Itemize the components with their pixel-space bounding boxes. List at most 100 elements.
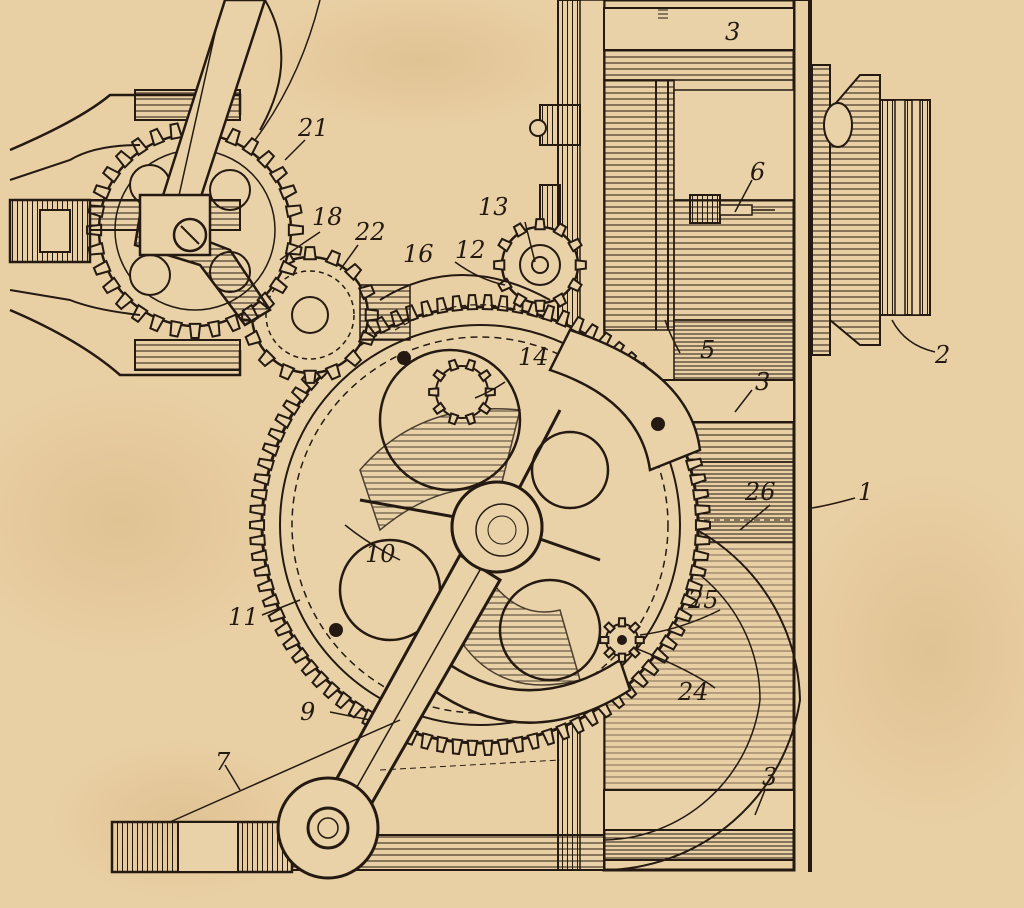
gear-tooth <box>640 658 660 677</box>
gear-tooth <box>324 362 342 381</box>
gear-tooth <box>617 617 627 628</box>
numeral-16: 16 <box>403 240 434 268</box>
gear-tooth <box>603 621 617 635</box>
gear-tooth <box>540 304 556 323</box>
numeral-3-mid: 3 <box>755 368 770 396</box>
gear-tooth <box>300 658 320 677</box>
gear-tooth <box>685 578 704 593</box>
gear-tooth <box>274 413 293 430</box>
gear-tooth <box>284 241 303 256</box>
gear-tooth <box>567 277 583 293</box>
gear-tooth <box>493 259 506 271</box>
gear-tooth <box>694 519 711 531</box>
numeral-1: 1 <box>858 478 873 506</box>
paper-stain <box>260 0 580 130</box>
gear-tooth <box>694 504 711 516</box>
gear-tooth <box>282 633 301 651</box>
gear-tooth <box>567 237 583 253</box>
gear-tooth <box>432 401 447 416</box>
gear-tooth <box>244 329 263 347</box>
numeral-12: 12 <box>455 236 486 264</box>
gear-tooth <box>287 223 304 237</box>
gear-tooth <box>224 127 241 147</box>
numeral-22: 22 <box>354 218 386 246</box>
gear-tooth <box>311 670 330 689</box>
gear-tooth <box>428 387 440 397</box>
pinion-14 <box>428 358 496 426</box>
gear-tooth <box>149 313 166 333</box>
gear-tooth <box>282 399 301 417</box>
gear-tooth <box>322 680 341 700</box>
gear-tooth <box>256 457 275 472</box>
gear-tooth <box>481 739 494 756</box>
gear-tooth <box>256 578 275 593</box>
gear-tooth <box>324 249 342 268</box>
gear-tooth <box>436 735 449 754</box>
pinion-24 <box>599 617 645 663</box>
gear-tooth <box>481 294 494 311</box>
gear-tooth <box>257 348 277 368</box>
numeral-26: 26 <box>744 478 776 506</box>
gear-tooth <box>284 204 303 219</box>
gear-tooth <box>169 122 184 141</box>
gear-tooth <box>149 127 166 147</box>
gear-tooth <box>534 218 546 231</box>
gear-tooth <box>274 620 293 637</box>
gear-tooth <box>432 368 447 383</box>
gear-tooth <box>464 412 477 426</box>
numeral-18: 18 <box>312 203 343 231</box>
gear-tooth <box>627 645 641 659</box>
gear-tooth <box>617 652 627 663</box>
gear-tooth <box>114 149 134 169</box>
gear-tooth <box>552 292 568 308</box>
gear-tooth <box>555 722 571 741</box>
gear-tooth <box>261 593 281 608</box>
gear-tooth <box>627 621 641 635</box>
numeral-21: 21 <box>297 114 329 142</box>
gear-tooth <box>224 313 241 333</box>
gear-tooth <box>464 358 477 372</box>
gear-tooth <box>466 294 479 311</box>
gear-tooth <box>679 593 699 608</box>
gear-tooth <box>692 549 710 561</box>
gear-tooth <box>290 646 310 664</box>
gear-tooth <box>512 222 528 238</box>
gear-tooth <box>267 607 287 623</box>
numeral-10: 10 <box>365 540 396 568</box>
gear-tooth <box>267 427 287 443</box>
gear-tooth <box>466 739 479 756</box>
gear-tooth <box>250 549 268 561</box>
gear-tooth <box>130 303 149 324</box>
gear-tooth <box>574 259 587 271</box>
gear-tooth <box>303 369 317 384</box>
gear-tooth <box>114 291 134 311</box>
gear-tooth <box>526 732 540 751</box>
gear-tooth <box>496 738 509 756</box>
gear-tooth <box>101 165 122 184</box>
arc-16 <box>379 274 551 301</box>
numeral-3-top: 3 <box>725 18 740 46</box>
gear-tooth <box>278 184 298 201</box>
gear-tooth <box>447 412 460 426</box>
gear-tooth <box>343 262 363 282</box>
gear-tooth <box>188 322 202 339</box>
gear-tooth <box>447 358 460 372</box>
gear-tooth <box>659 633 678 651</box>
paper-stain <box>790 470 1024 830</box>
paper-stain <box>0 380 290 660</box>
base-lever-7 <box>110 719 605 880</box>
gear-tooth <box>694 534 711 546</box>
paper-stain <box>50 740 310 900</box>
gear-tooth <box>420 732 434 751</box>
gear-tooth <box>689 473 707 487</box>
gear-tooth <box>603 645 617 659</box>
gear-tooth <box>634 635 645 645</box>
numeral-24: 24 <box>677 678 709 706</box>
gear-tooth <box>249 519 266 531</box>
gear-tooth <box>92 184 112 201</box>
leader-lines <box>224 139 936 816</box>
numeral-11: 11 <box>228 603 259 631</box>
gear-tooth <box>477 368 492 383</box>
